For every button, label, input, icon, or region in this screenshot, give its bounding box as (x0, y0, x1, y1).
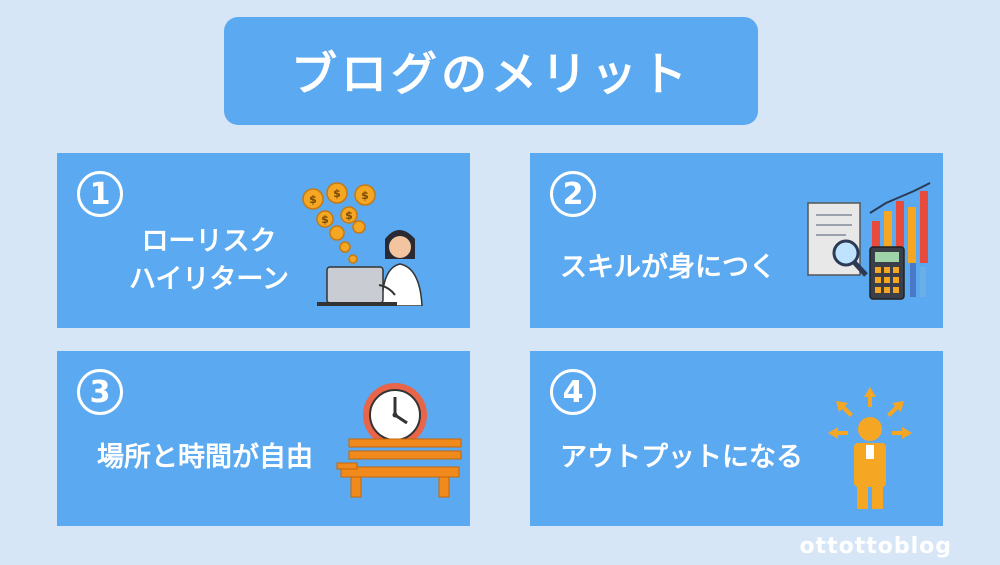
number-badge: 4 (550, 369, 596, 415)
number-badge: 1 (77, 171, 123, 217)
svg-text:$: $ (333, 187, 341, 200)
charts-calculator-illustration (807, 182, 931, 300)
page-title: ブログのメリット (291, 47, 691, 101)
person-arrows-illustration (828, 387, 912, 509)
svg-text:$: $ (361, 189, 369, 202)
clock-bench-illustration (336, 383, 462, 498)
svg-text:$: $ (345, 209, 353, 222)
merit-card-3: 3 場所と時間が自由 (57, 351, 470, 526)
svg-text:$: $ (309, 193, 317, 206)
merit-label: アウトプットになる (560, 442, 803, 473)
merit-label: スキルが身につく (560, 252, 776, 283)
footer-brand: ottottoblog (799, 534, 952, 559)
merit-label: 場所と時間が自由 (97, 442, 313, 473)
merit-card-1: 1 ローリスク ハイリターン $ $ $ $ $ (57, 153, 470, 328)
merit-card-4: 4 アウトプットになる (530, 351, 943, 526)
woman-laptop-coins-illustration: $ $ $ $ $ (302, 182, 423, 306)
number-badge: 3 (77, 369, 123, 415)
merit-card-2: 2 スキルが身につく (530, 153, 943, 328)
merit-label-line2: ハイリターン (128, 264, 290, 295)
number-badge: 2 (550, 171, 596, 217)
merit-label: ローリスク ハイリターン (119, 223, 299, 299)
merit-label-line1: ローリスク (141, 226, 277, 257)
title-banner: ブログのメリット (224, 17, 758, 125)
svg-text:$: $ (321, 213, 329, 226)
